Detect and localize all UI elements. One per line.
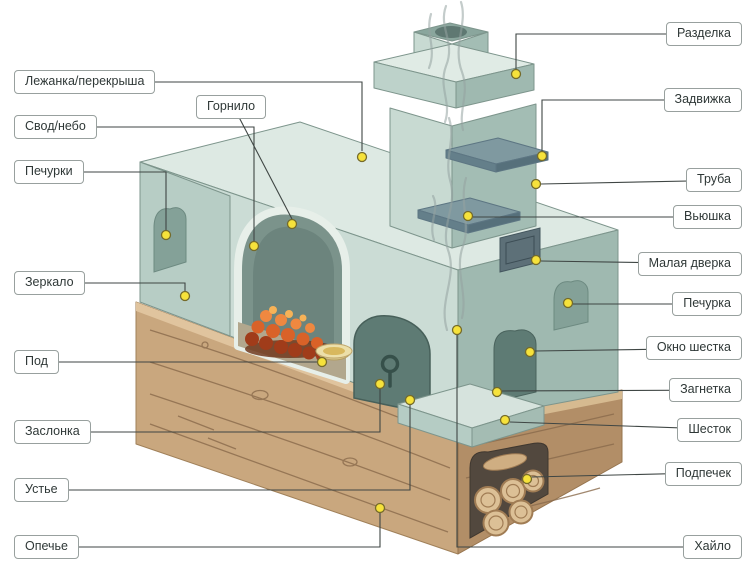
label-pechurka: Печурка [672, 292, 742, 316]
leader-khaylo [456, 335, 740, 548]
label-svod-nebo: Свод/небо [14, 115, 97, 139]
dot-lezhanka [356, 151, 368, 163]
label-okno-shestka: Окно шестка [645, 336, 742, 360]
leader-razdelka [515, 33, 740, 79]
chimney-cap-razdelka [373, 43, 535, 109]
firewood-logs [474, 453, 545, 537]
label-zaslonka: Заслонка [14, 420, 91, 444]
dot-gornilo [286, 218, 298, 230]
label-lezhanka-perekrysha: Лежанка/перекрыша [14, 70, 156, 94]
window-shestok-opening [493, 329, 537, 403]
dot-podpechek [521, 473, 533, 485]
label-shestok: Шесток [677, 418, 742, 442]
dot-zadvizhka [536, 150, 548, 162]
leader-gornilo [229, 99, 293, 220]
leader-zaslonka [20, 389, 381, 433]
hearth-arch-gornilo [234, 206, 353, 384]
label-opechye: Опечье [14, 535, 80, 559]
label-pod: Под [14, 350, 59, 374]
label-zadvizhka: Задвижка [663, 88, 742, 112]
dot-opechye [374, 502, 386, 514]
label-pechurki: Печурки [14, 160, 84, 184]
label-podpechek: Подпечек [664, 462, 742, 486]
label-gornilo: Горнило [196, 95, 267, 119]
pechurki-niche-left [153, 207, 187, 273]
dot-pechurki [160, 229, 172, 241]
zaslonka-door [353, 315, 431, 415]
dot-pechurka [562, 297, 574, 309]
label-zagnetka: Загнетка [669, 378, 742, 402]
label-vyushka: Вьюшка [673, 205, 742, 229]
label-khaylo: Хайло [683, 535, 742, 559]
dot-pod [316, 356, 328, 368]
dot-khaylo [451, 324, 463, 336]
dot-zaslonka [374, 378, 386, 390]
leader-lines [20, 33, 741, 548]
dot-svod-nebo [248, 240, 260, 252]
dot-shestok [499, 414, 511, 426]
dot-zagnetka [491, 386, 503, 398]
coals [245, 306, 335, 362]
leader-ustye [20, 405, 411, 491]
dot-razdelka [510, 68, 522, 80]
dot-malaya-dverka [530, 254, 542, 266]
label-ustye: Устье [14, 478, 69, 502]
label-zerkalo: Зеркало [14, 271, 85, 295]
dot-ustye [404, 394, 416, 406]
label-razdelka: Разделка [665, 22, 742, 46]
label-truba: Труба [686, 168, 742, 192]
damper-zadvizhka [445, 137, 549, 173]
dot-zerkalo [179, 290, 191, 302]
label-malaya-dverka: Малая дверка [637, 252, 742, 276]
door-handle [380, 354, 400, 388]
anchor-dots [160, 68, 574, 514]
smoke [427, 0, 468, 332]
dot-truba [530, 178, 542, 190]
underfloor-opening [469, 442, 549, 539]
dot-okno-shestka [524, 346, 536, 358]
bowl [315, 343, 353, 361]
leader-opechye [20, 513, 381, 548]
dot-vyushka [462, 210, 474, 222]
leader-svod-nebo [20, 126, 255, 241]
